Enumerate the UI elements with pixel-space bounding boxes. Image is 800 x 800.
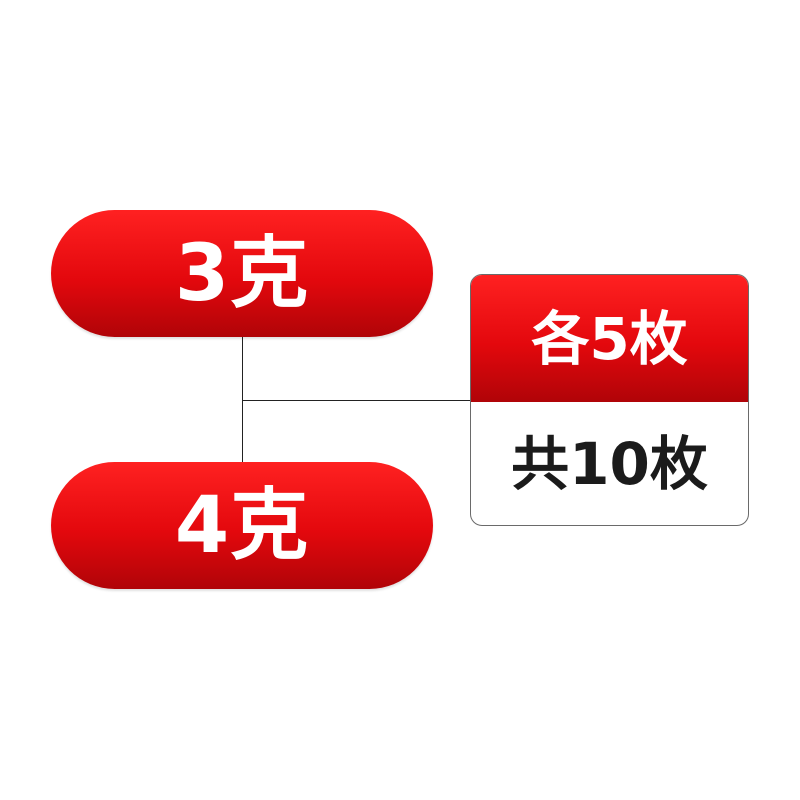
each-quantity-label: 各5枚 (531, 304, 688, 373)
option-pill-4g: 4克 (51, 462, 433, 589)
option-pill-3g-label: 3克 (174, 228, 310, 319)
option-pill-3g: 3克 (51, 210, 433, 337)
connector-vertical-line (242, 337, 243, 462)
quantity-card: 各5枚 共10枚 (470, 274, 749, 526)
total-quantity-label: 共10枚 (511, 429, 708, 498)
option-pill-4g-label: 4克 (174, 480, 310, 571)
connector-horizontal-line (242, 400, 471, 401)
quantity-card-body: 共10枚 (471, 402, 748, 525)
quantity-card-header: 各5枚 (471, 275, 748, 402)
